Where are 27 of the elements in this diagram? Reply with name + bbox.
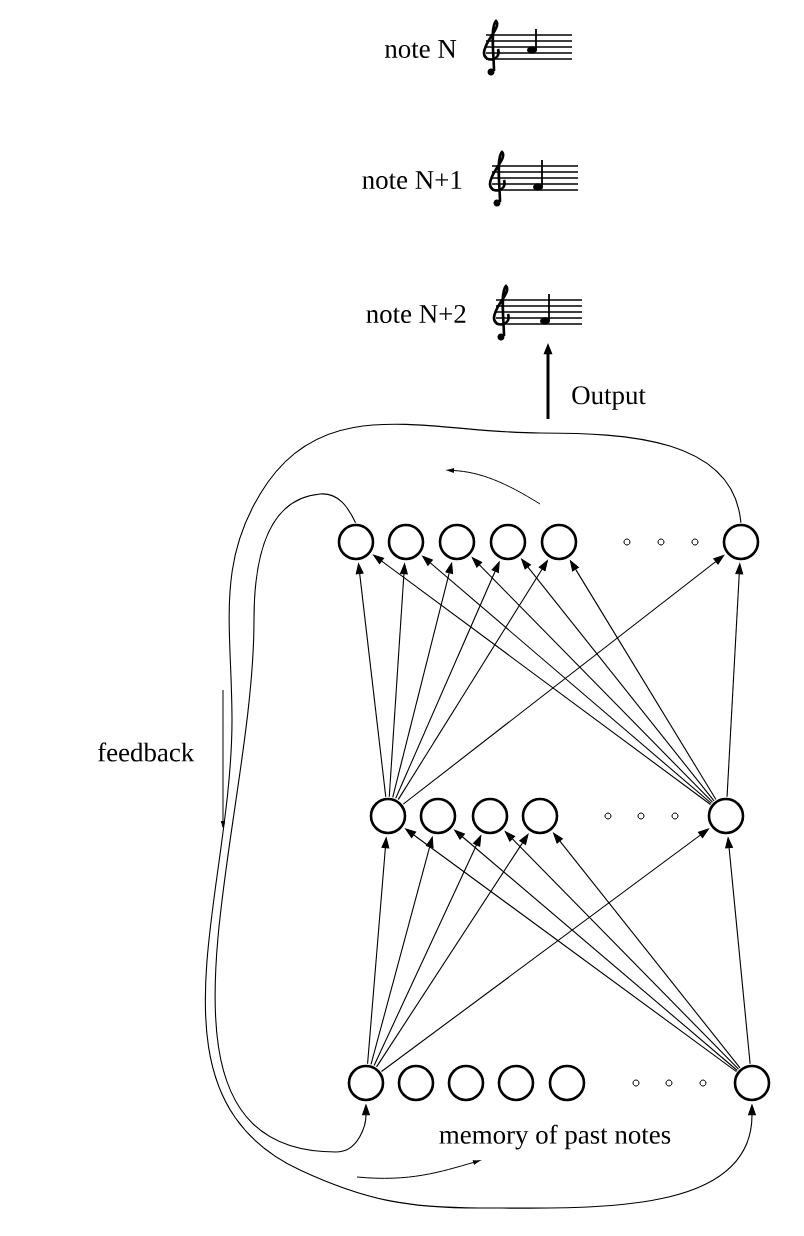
staff-drawing <box>482 19 573 76</box>
neuron-circle <box>387 523 425 561</box>
neuron-circle <box>447 1064 485 1102</box>
caption-text: memory of past notes <box>437 1123 673 1151</box>
neuron-circle <box>438 523 476 561</box>
staff-drawing <box>488 150 579 207</box>
note-label: note N+1 <box>362 171 462 190</box>
neuron-circle <box>497 1064 535 1102</box>
feedback-label: feedback <box>96 741 196 763</box>
edge-label: Output <box>570 385 647 411</box>
neuron-circle <box>347 1064 385 1102</box>
neuron-circle <box>521 797 559 835</box>
neuron-circle <box>419 797 457 835</box>
neuron-circle <box>489 523 527 561</box>
arrow <box>376 833 529 1068</box>
staff-drawing <box>492 284 583 341</box>
neuron-circle <box>397 1064 435 1102</box>
neuron-circle <box>722 523 760 561</box>
neuron-circle <box>337 523 375 561</box>
neuron-circle <box>733 1064 771 1102</box>
note-label: note N <box>384 40 457 58</box>
note-label: note N+2 <box>366 304 466 324</box>
neuron-circle <box>548 1064 586 1102</box>
neuron-circle <box>540 523 578 561</box>
neuron-circle <box>707 797 745 835</box>
neuron-circle <box>369 797 407 835</box>
neuron-circle <box>471 797 509 835</box>
